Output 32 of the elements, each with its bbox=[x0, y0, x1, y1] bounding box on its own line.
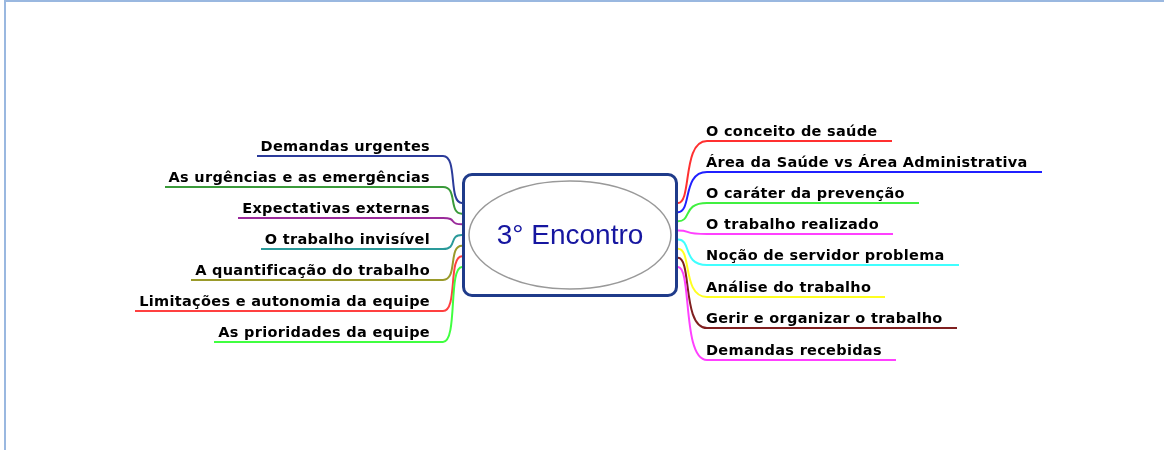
branch-line bbox=[256, 155, 463, 204]
branch-line bbox=[677, 247, 886, 298]
branch-topic: Análise do trabalho bbox=[695, 277, 886, 297]
branch-line bbox=[677, 229, 894, 235]
branch-line bbox=[677, 256, 958, 329]
central-topic-title: 3° Encontro bbox=[496, 219, 644, 251]
branch-line bbox=[677, 202, 920, 223]
branch-line bbox=[213, 266, 463, 343]
branch-topic: As prioridades da equipe bbox=[214, 322, 455, 342]
branch-topic: Expectativas externas bbox=[238, 198, 455, 218]
branch-topic: Limitações e autonomia da equipe bbox=[135, 291, 455, 311]
branch-line bbox=[677, 140, 893, 204]
branch-topic: Gerir e organizar o trabalho bbox=[695, 308, 957, 328]
branch-line bbox=[260, 234, 463, 250]
branch-line bbox=[677, 238, 960, 266]
branch-topic: Demandas recebidas bbox=[695, 340, 896, 360]
branch-line bbox=[134, 255, 463, 312]
branch-line bbox=[677, 171, 1043, 214]
branch-topic: As urgências e as emergências bbox=[164, 167, 455, 187]
branch-topic: O caráter da prevenção bbox=[695, 183, 919, 203]
branch-topic: Área da Saúde vs Área Administrativa bbox=[695, 152, 1042, 172]
branch-topic: A quantificação do trabalho bbox=[191, 260, 455, 280]
branch-topic: O trabalho invisível bbox=[260, 229, 455, 249]
branch-topic: Noção de servidor problema bbox=[695, 245, 959, 265]
branch-topic: O trabalho realizado bbox=[695, 214, 893, 234]
branch-line bbox=[190, 244, 463, 281]
branch-line bbox=[237, 217, 463, 226]
branch-line bbox=[164, 186, 463, 215]
branch-line bbox=[677, 266, 897, 361]
branch-topic: O conceito de saúde bbox=[695, 121, 892, 141]
central-topic-box bbox=[462, 173, 678, 297]
branch-topic: Demandas urgentes bbox=[256, 136, 455, 156]
